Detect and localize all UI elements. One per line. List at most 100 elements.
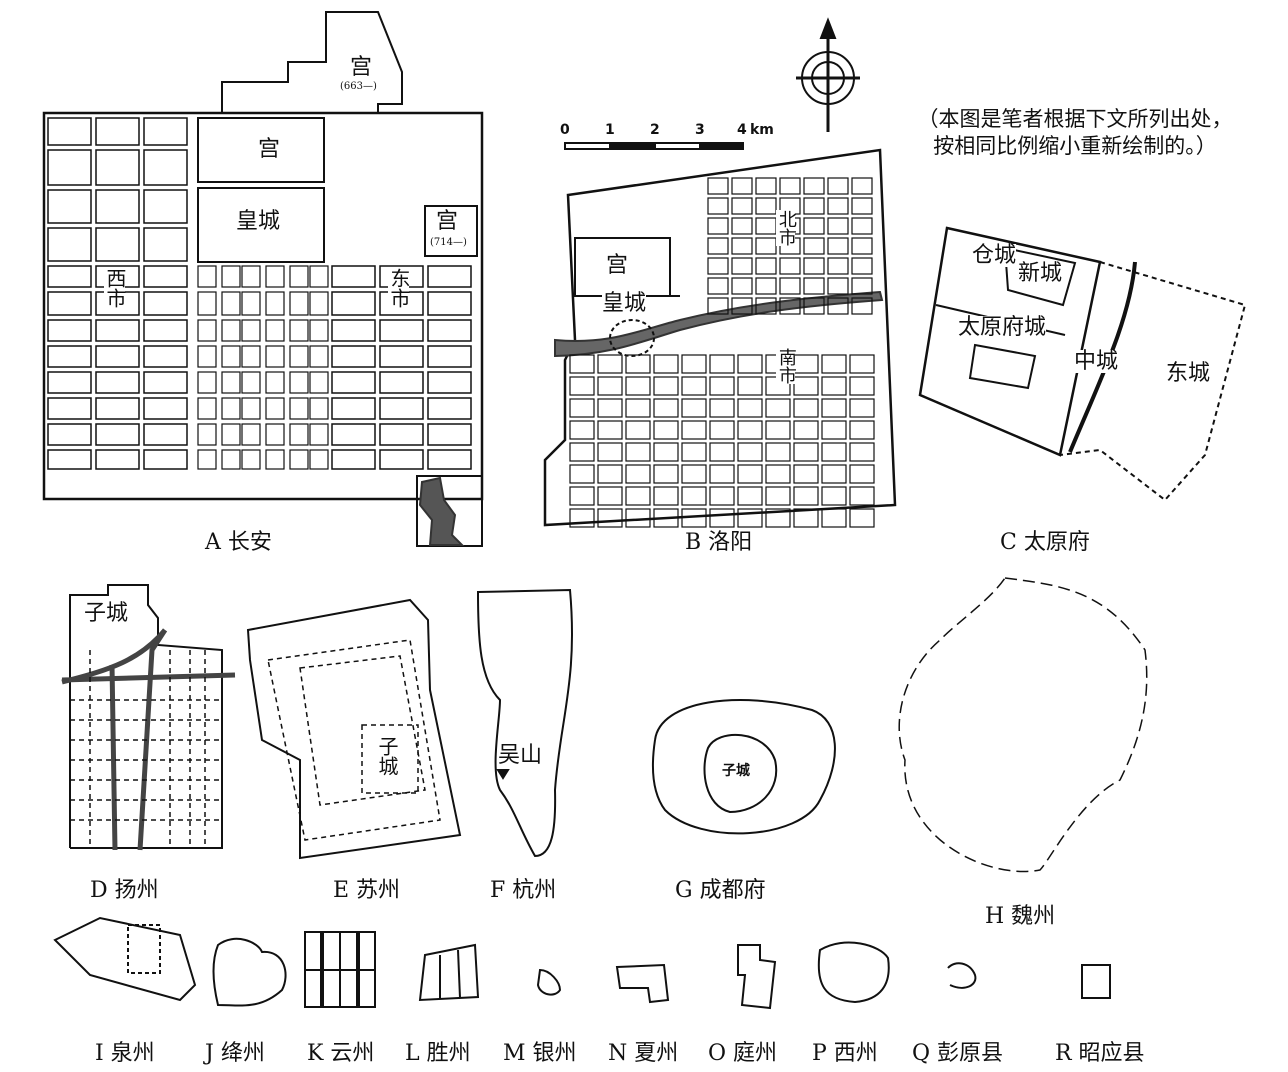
ward-block [331, 371, 376, 394]
ward-block [849, 398, 875, 418]
ward-block [821, 420, 847, 440]
ward-block [681, 398, 707, 418]
caption-b: B 洛阳 [685, 530, 753, 555]
ward-block [143, 189, 188, 224]
ward-block [737, 464, 763, 484]
ward-block [731, 177, 753, 195]
ward-block [143, 149, 188, 186]
label-c-taiyuan-city: 太原府城 [958, 315, 1047, 340]
map-d-yangzhou [61, 584, 236, 851]
ward-block [827, 177, 849, 195]
ward-block [709, 508, 735, 528]
ward-block [731, 257, 753, 275]
label-b-north-market: 北市 [775, 210, 797, 246]
ward-block [143, 449, 188, 470]
ward-block [793, 464, 819, 484]
scale-tick-1: 1 [605, 122, 615, 138]
caption-f: F 杭州 [490, 878, 557, 903]
ward-block [427, 319, 472, 342]
ward-block [851, 277, 873, 295]
ward-block [47, 265, 92, 288]
ward-block [827, 257, 849, 275]
ward-block [709, 486, 735, 506]
ward-block [427, 345, 472, 368]
label-a-palace-top: 宫 [350, 55, 373, 80]
ward-block [803, 277, 825, 295]
ward-block [737, 508, 763, 528]
ward-block [779, 257, 801, 275]
ward-block [755, 197, 777, 215]
ward-block [597, 442, 623, 462]
ward-block [765, 508, 791, 528]
ward-block [569, 464, 595, 484]
ward-block [569, 376, 595, 396]
ward-block [95, 449, 140, 470]
ward-block [379, 423, 424, 446]
ward-block [765, 486, 791, 506]
ward-block [379, 371, 424, 394]
ward-block [681, 420, 707, 440]
scale-tick-4: 4 [737, 122, 747, 138]
label-a-palace-east: 宫 [436, 209, 459, 234]
label-c-middle-city: 中城 [1074, 349, 1119, 374]
ward-block [625, 464, 651, 484]
ward-block [821, 354, 847, 374]
ward-block [143, 397, 188, 420]
ward-block [47, 149, 92, 186]
map-g-chengdu [651, 699, 836, 835]
ward-block [427, 449, 472, 470]
ward-block [47, 423, 92, 446]
ward-block [803, 237, 825, 255]
ward-block [47, 397, 92, 420]
ward-block [765, 442, 791, 462]
ward-block [289, 371, 309, 394]
ward-block [427, 423, 472, 446]
ward-block [241, 319, 261, 342]
ward-block [707, 297, 729, 315]
small-maps [53, 916, 1111, 1010]
ward-block [379, 319, 424, 342]
ward-block [569, 508, 595, 528]
ward-block [793, 398, 819, 418]
ward-block [731, 297, 753, 315]
label-f-wushan: 吴山 [498, 743, 543, 768]
ward-block [625, 420, 651, 440]
ward-block [653, 508, 679, 528]
ward-block [803, 197, 825, 215]
ward-block [47, 371, 92, 394]
map-a-changan [42, 11, 484, 547]
ward-block [379, 345, 424, 368]
ward-block [289, 423, 309, 446]
ward-block [265, 449, 285, 470]
scale-unit: km [750, 122, 774, 138]
ward-block [289, 291, 309, 316]
ward-block [849, 464, 875, 484]
ward-block [569, 354, 595, 374]
label-a-east-market: 东市 [387, 268, 411, 308]
ward-block [709, 464, 735, 484]
scale-tick-3: 3 [695, 122, 705, 138]
ward-block [47, 291, 92, 316]
ward-block [731, 277, 753, 295]
ward-block [241, 423, 261, 446]
ward-block [427, 371, 472, 394]
ward-block [849, 354, 875, 374]
ward-block [849, 486, 875, 506]
caption-o: O 庭州 [708, 1041, 778, 1066]
label-b-imperial-city: 皇城 [602, 291, 647, 316]
ward-block [143, 319, 188, 342]
ward-block [143, 265, 188, 288]
ward-block [47, 227, 92, 262]
ward-block [597, 464, 623, 484]
ward-block [221, 345, 241, 368]
ward-block [143, 345, 188, 368]
ward-block [709, 442, 735, 462]
ward-block [625, 508, 651, 528]
ward-block [331, 319, 376, 342]
ward-block [803, 217, 825, 235]
ward-block [849, 420, 875, 440]
caption-c: C 太原府 [1000, 530, 1090, 555]
ward-block [707, 277, 729, 295]
ward-block [331, 423, 376, 446]
ward-block [803, 297, 825, 315]
